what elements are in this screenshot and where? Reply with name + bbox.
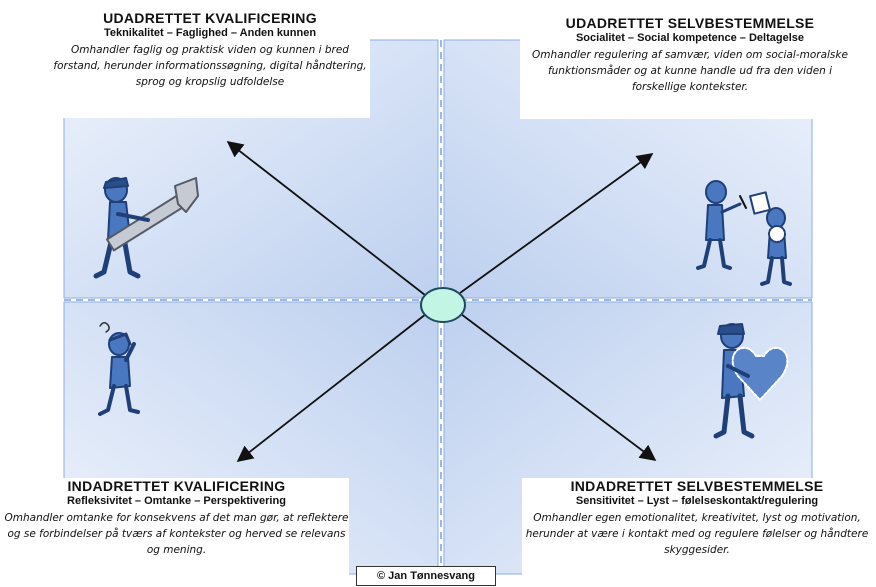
two-people-talking-figure (696, 180, 792, 286)
thinking-person-figure (98, 322, 140, 416)
quadrant-title-top-right: UDADRETTET SELVBESTEMMELSE (565, 15, 815, 31)
quadrant-subtitle-bottom-left: Refleksivitet – Omtanke – Perspektiverin… (67, 495, 286, 507)
person-holding-heart-figure (713, 323, 789, 439)
quadrant-subtitle-top-right: Socialitet – Social kompetence – Deltage… (575, 32, 805, 44)
quadrant-subtitle-bottom-right: Sensitivitet – Lyst – følelseskontakt/re… (575, 495, 819, 507)
person-with-hammer-figure (93, 177, 199, 279)
quadrant-description-bottom-right: Omhandler egen emotionalitet, kreativite… (525, 512, 869, 556)
copyright-label: © Jan Tønnesvang (356, 566, 496, 586)
arrow-bottom-left (236, 313, 427, 462)
quadrant-title-bottom-left: INDADRETTET KVALIFICERING (67, 478, 286, 494)
label-bottom-right: INDADRETTET SELVBESTEMMELSE Sensitivitet… (522, 478, 872, 586)
quadrant-subtitle-top-left: Teknikalitet – Faglighed – Anden kunnen (103, 27, 317, 39)
quadrant-title-bottom-right: INDADRETTET SELVBESTEMMELSE (570, 478, 824, 494)
quadrant-description-top-left: Omhandler faglig og praktisk viden og ku… (53, 44, 367, 88)
quadrant-description-bottom-left: Omhandler omtanke for konsekvens af det … (4, 512, 349, 556)
arrow-top-left (226, 141, 426, 296)
arrow-top-right (459, 153, 654, 294)
label-top-right: UDADRETTET SELVBESTEMMELSE Socialitet – … (520, 15, 860, 119)
label-top-left: UDADRETTET KVALIFICERING Teknikalitet – … (50, 10, 370, 118)
quadrant-title-top-left: UDADRETTET KVALIFICERING (103, 10, 317, 26)
quadrant-description-top-right: Omhandler regulering af samvær, viden om… (532, 49, 848, 93)
center-ellipse (420, 287, 466, 323)
arrow-bottom-right (460, 313, 657, 461)
label-bottom-left: INDADRETTET KVALIFICERING Refleksivitet … (4, 478, 349, 586)
